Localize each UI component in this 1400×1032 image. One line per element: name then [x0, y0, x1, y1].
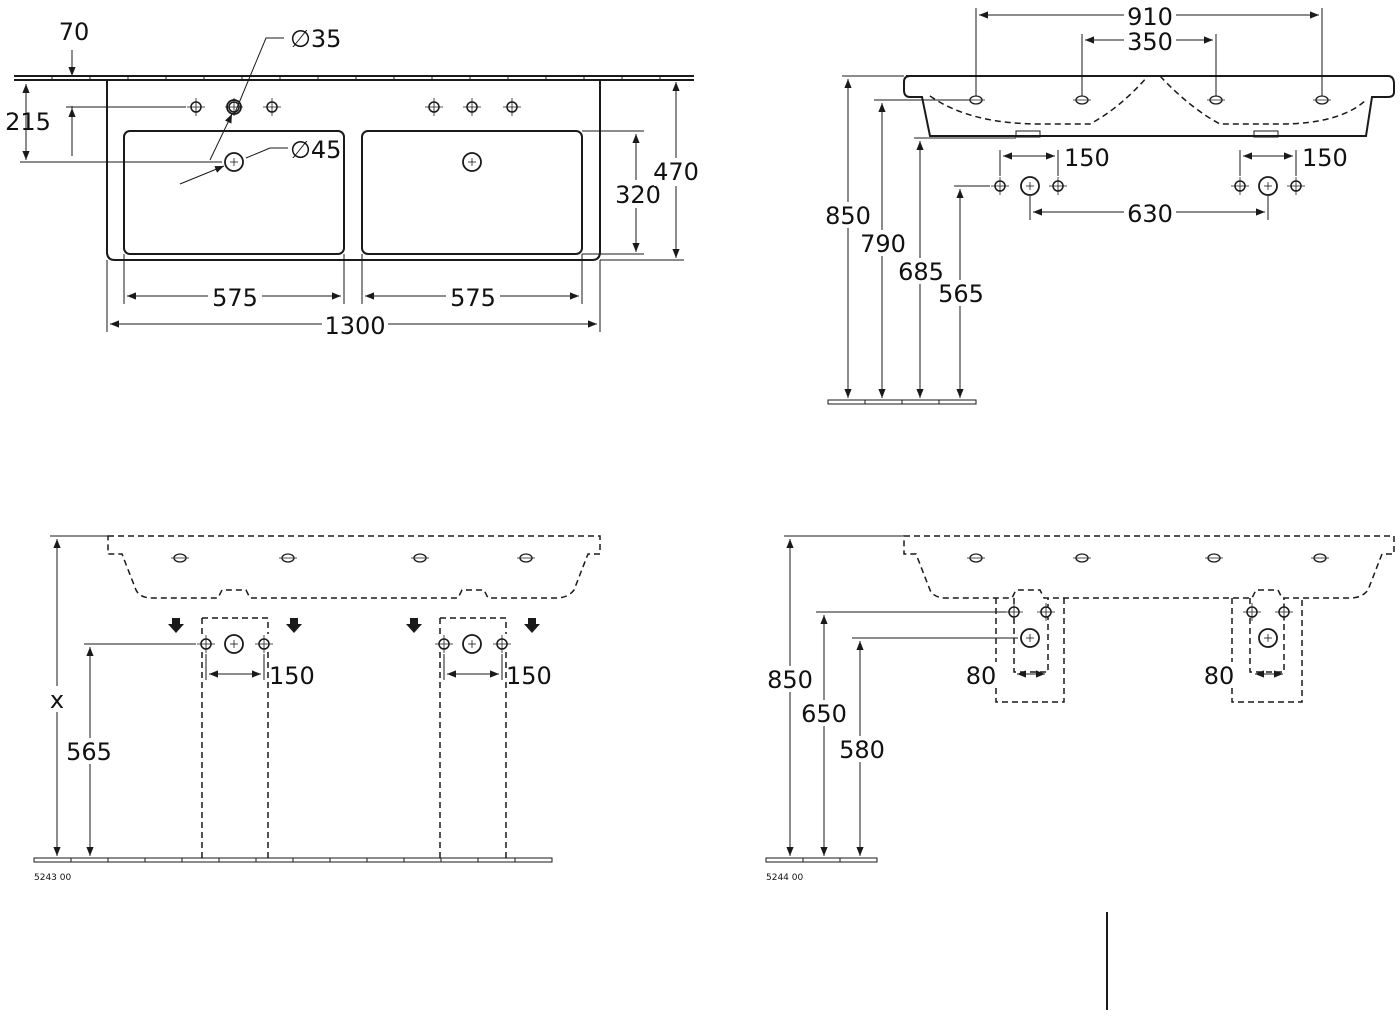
dim-790: 790 — [860, 230, 906, 258]
dim-80-right: 80 — [1204, 662, 1235, 690]
product-code-semi-pedestal: 5244 00 — [766, 873, 803, 883]
basin-front-outline — [903, 75, 1395, 137]
side-view: 910 350 150 150 630 850 790 685 5 — [825, 2, 1395, 405]
dim-850-side: 850 — [825, 202, 871, 230]
dim-630: 630 — [1127, 200, 1173, 228]
product-code-pedestal: 5243 00 — [34, 873, 71, 883]
dim-575-left: 575 — [212, 284, 258, 312]
dim-910: 910 — [1127, 3, 1173, 31]
basin-outline — [106, 80, 601, 261]
dim-350: 350 — [1127, 28, 1173, 56]
dim-70: 70 — [59, 18, 90, 46]
top-view: 70 215 ∅35 ∅45 320 470 — [5, 18, 700, 340]
dim-565-side: 565 — [938, 280, 984, 308]
left-bowl — [123, 130, 345, 255]
dim-575-right: 575 — [450, 284, 496, 312]
dim-x: x — [50, 686, 64, 714]
semi-pedestal-view: 80 80 850 650 580 5244 00 — [765, 535, 1395, 883]
dim-150-pedestal-left: 150 — [269, 662, 315, 690]
dim-diameter-45: ∅45 — [290, 136, 341, 164]
dim-470: 470 — [653, 158, 699, 186]
dim-685: 685 — [898, 258, 944, 286]
dim-320: 320 — [615, 181, 661, 209]
dim-215: 215 — [5, 108, 51, 136]
dim-diameter-35: ∅35 — [290, 25, 341, 53]
dim-150-side-left: 150 — [1064, 144, 1110, 172]
dim-150-pedestal-right: 150 — [506, 662, 552, 690]
dim-565-pedestal: 565 — [66, 738, 112, 766]
dim-150-side-right: 150 — [1302, 144, 1348, 172]
dim-650: 650 — [801, 700, 847, 728]
pedestal-view: 150 150 x 565 5243 00 — [33, 535, 601, 883]
right-bowl — [361, 130, 583, 255]
dim-1300: 1300 — [324, 312, 385, 340]
dim-80-left: 80 — [966, 662, 997, 690]
dim-850-semi: 850 — [767, 666, 813, 694]
dim-580: 580 — [839, 736, 885, 764]
